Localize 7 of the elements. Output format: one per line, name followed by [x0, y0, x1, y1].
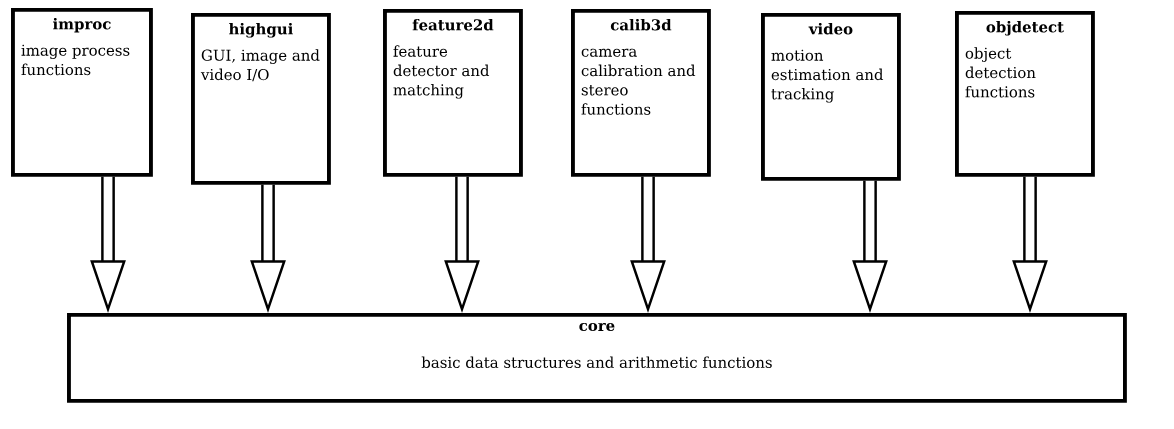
module-box: highgui GUI, image and video I/O [191, 13, 331, 185]
module-box: objdetect object detection functions [955, 11, 1095, 177]
module-box: feature2d feature detector and matching [383, 9, 523, 177]
module-box: improc image process functions [11, 8, 153, 177]
module-box: video motion estimation and tracking [761, 13, 901, 181]
module-box: calib3d camera calibration and stereo functions [571, 9, 711, 177]
core-box: core basic data structures and arithmetic functions [67, 313, 1127, 403]
